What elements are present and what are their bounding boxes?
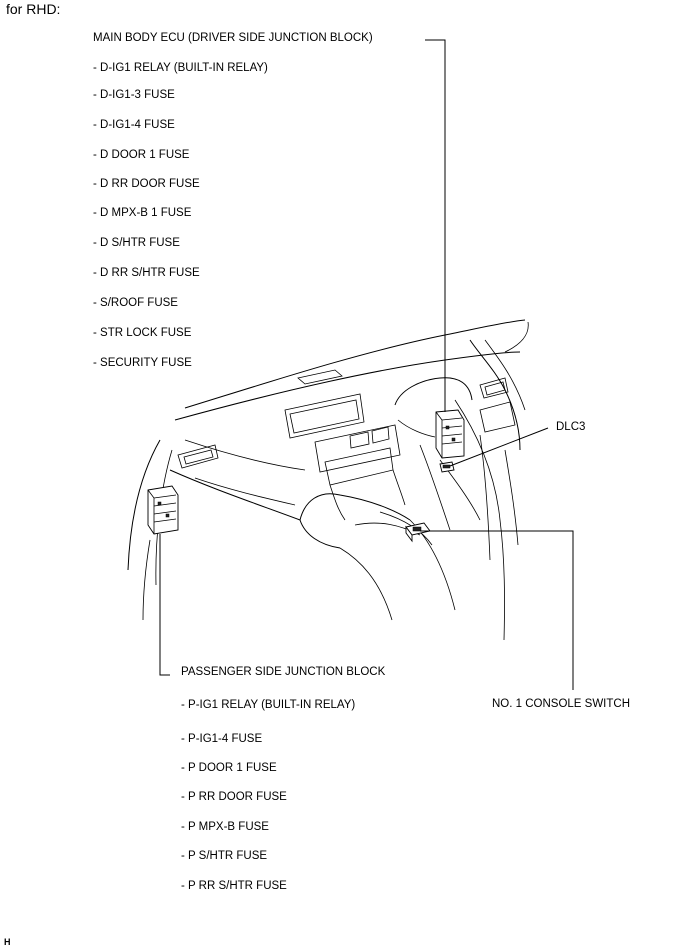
center-vent-left bbox=[349, 431, 370, 449]
passenger-list-item: - P RR S/HTR FUSE bbox=[181, 880, 287, 892]
driver-list-item: - D RR S/HTR FUSE bbox=[93, 267, 200, 279]
driver-list-item: - D S/HTR FUSE bbox=[93, 237, 180, 249]
leader-main-body-ecu bbox=[425, 39, 446, 412]
dlc3-part bbox=[439, 461, 455, 473]
center-display bbox=[284, 393, 365, 439]
center-vent-right bbox=[371, 426, 390, 444]
right-floor bbox=[454, 399, 505, 641]
center-stack bbox=[314, 424, 401, 473]
right-vent-inner bbox=[484, 381, 506, 396]
passenger-list-item: - P-IG1-4 FUSE bbox=[181, 733, 263, 745]
center-stack-skirt bbox=[329, 484, 346, 521]
driver-list-item: - STR LOCK FUSE bbox=[93, 327, 192, 339]
left-door-edge bbox=[127, 439, 161, 571]
driver-list-item: - D RR DOOR FUSE bbox=[93, 178, 200, 190]
dash-visor bbox=[297, 369, 343, 385]
left-vent-inner bbox=[183, 449, 214, 465]
driver-list-item: - SECURITY FUSE bbox=[93, 357, 192, 369]
left-vent bbox=[177, 444, 219, 469]
dash-mid-edge bbox=[184, 439, 306, 471]
armrest-top bbox=[299, 493, 411, 521]
figure-code: H bbox=[4, 937, 11, 947]
center-display-inner bbox=[289, 399, 360, 434]
console-switch-label: NO. 1 CONSOLE SWITCH bbox=[492, 698, 631, 710]
right-vent bbox=[479, 377, 509, 399]
right-floor2 bbox=[419, 444, 451, 531]
driver-list-item: - D MPX-B 1 FUSE bbox=[93, 207, 192, 219]
instrument-lower bbox=[397, 419, 436, 438]
driver-list-item: - S/ROOF FUSE bbox=[93, 297, 178, 309]
left-door-edge2 bbox=[142, 539, 151, 621]
passenger-list-item: - P S/HTR FUSE bbox=[181, 850, 268, 862]
driver-list-item: - D-IG1 RELAY (BUILT-IN RELAY) bbox=[93, 62, 268, 74]
passenger-junction-block-part bbox=[147, 485, 179, 535]
center-stack-skirt-r bbox=[392, 469, 406, 506]
driver-list-item: - D DOOR 1 FUSE bbox=[93, 149, 190, 161]
right-dash-side bbox=[479, 401, 516, 433]
main-body-ecu-title: MAIN BODY ECU (DRIVER SIDE JUNCTION BLOC… bbox=[93, 32, 373, 44]
dash-lower-edge bbox=[169, 469, 301, 521]
leader-console-switch bbox=[420, 530, 574, 690]
driver-list-item: - D-IG1-4 FUSE bbox=[93, 119, 175, 131]
armrest-side bbox=[339, 547, 393, 621]
passenger-list-item: - P MPX-B FUSE bbox=[181, 821, 269, 833]
dlc3-label: DLC3 bbox=[556, 421, 586, 433]
instrument-hood bbox=[394, 377, 473, 406]
dash-top-line bbox=[174, 351, 521, 421]
main-body-ecu-part bbox=[435, 409, 465, 459]
dash-glovebox bbox=[194, 477, 296, 506]
armrest-front bbox=[299, 519, 341, 549]
page-header: for RHD: bbox=[6, 1, 61, 17]
passenger-junction-block-title: PASSENGER SIDE JUNCTION BLOCK bbox=[181, 666, 386, 678]
leader-dlc3 bbox=[449, 427, 549, 467]
leader-passenger-block bbox=[159, 534, 170, 676]
driver-lower3 bbox=[504, 449, 519, 546]
passenger-list-item: - P RR DOOR FUSE bbox=[181, 791, 287, 803]
driver-lower2 bbox=[479, 434, 491, 561]
passenger-list-item: - P-IG1 RELAY (BUILT-IN RELAY) bbox=[181, 699, 356, 711]
center-stack-lower bbox=[324, 447, 394, 486]
passenger-list-item: - P DOOR 1 FUSE bbox=[181, 762, 277, 774]
windshield-edge bbox=[184, 319, 526, 409]
console-line2 bbox=[379, 511, 433, 546]
right-pillar-inner bbox=[484, 339, 526, 411]
driver-list-item: - D-IG1-3 FUSE bbox=[93, 89, 175, 101]
dash-top-rear bbox=[504, 321, 529, 353]
